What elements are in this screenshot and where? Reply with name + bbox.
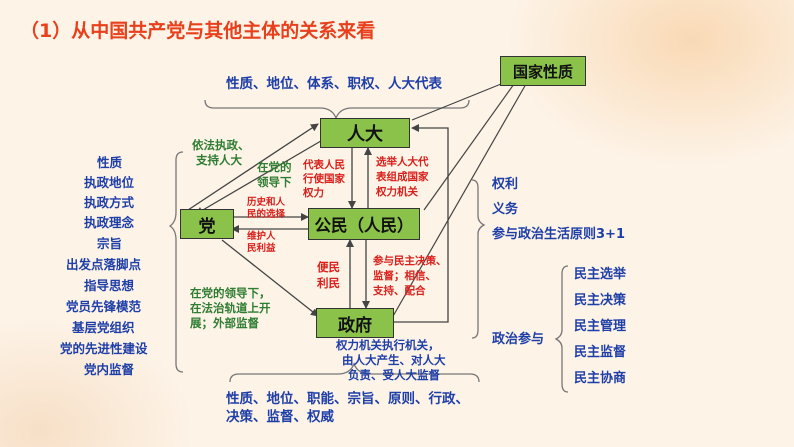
arrow-zhengfu-to-renda (394, 124, 449, 323)
arrow-dang-to-zhengfu (221, 239, 319, 317)
participation-list-item: 民主协商 (574, 371, 627, 386)
edge-label-dang-renda-1: 依法执政、 (192, 138, 250, 152)
page-title: （1）从中国共产党与其他主体的关系来看 (20, 20, 376, 42)
brace-party-list (168, 151, 184, 373)
edge-label-renda-gm-1: 代表人民 (303, 159, 345, 171)
renda-attributes-label: 性质、地位、体系、职权、人大代表 (226, 76, 442, 92)
brace-participation-list (554, 265, 569, 393)
line-guojia-to-renda (411, 81, 507, 121)
edge-label-dang-zf-3: 展；外部监督 (190, 316, 259, 330)
edge-label-zf-renda-1: 权力机关执行机关， (336, 338, 440, 352)
edge-label-renda-gm-2: 行使国家 (303, 173, 345, 185)
line-guojia-to-zhengfu (391, 83, 527, 319)
party-list-item: 指导思想 (84, 278, 135, 293)
party-list-item: 执政地位 (84, 175, 135, 190)
edge-label-gm-renda-3: 权力机关 (376, 186, 418, 198)
arrow-renda-to-dang (195, 137, 327, 215)
edge-label-gm-zf-2: 监督；相信、 (373, 270, 436, 282)
citizen-list-item: 权利 (492, 177, 519, 192)
edge-label-dang-gm-2: 民的选择 (247, 209, 286, 220)
edge-label-dang-renda-2: 支持人大 (196, 153, 242, 167)
party-list-item: 基层党组织 (72, 320, 135, 335)
node-gongmin: 公民（人民） (308, 208, 420, 240)
zhengfu-attributes-line-1: 性质、地位、职能、宗旨、原则、行政、 (226, 391, 469, 407)
line-guojia-to-gongmin (423, 83, 515, 211)
node-guojia: 国家性质 (500, 56, 586, 86)
brace-citizen-list (471, 179, 486, 339)
edge-label-gm-zf-3: 支持、配合 (373, 285, 426, 297)
party-list-item: 党内监督 (84, 362, 135, 377)
edge-label-gm-renda-2: 表组成国家 (376, 171, 429, 183)
citizen-list-item: 参与政治生活原则3+1 (492, 227, 625, 242)
edge-label-zf-renda-2: 由人大产生、对人大 (342, 353, 446, 367)
edge-label-gm-renda-1: 选举人大代 (376, 156, 429, 168)
edge-label-dang-zf-2: 在法治轨道上开 (190, 301, 271, 315)
participation-list-item: 民主管理 (574, 319, 627, 334)
party-list-item: 出发点落脚点 (66, 257, 142, 272)
edge-label-renda-gm-3: 权力 (303, 187, 324, 199)
edge-label-dang-zf-1: 在党的领导下， (190, 286, 271, 300)
edge-label-dang-gm-1: 历史和人 (247, 197, 286, 208)
participation-label: 政治参与 (492, 332, 545, 347)
zhengfu-attributes-line-2: 决策、监督、权威 (226, 409, 334, 425)
edge-label-gm-zf-1: 参与民主决策、 (373, 255, 447, 267)
edge-label-gm-dang-1: 维护人 (247, 231, 276, 242)
edge-label-gm-dang-2: 民利益 (247, 243, 276, 254)
party-list-item: 党的先进性建设 (60, 341, 148, 356)
brace-zhengfu-bottom (229, 362, 480, 383)
arrow-dang-to-renda (187, 123, 319, 211)
edge-label-zf-gm-2: 利民 (317, 276, 340, 290)
brace-renda-top (204, 99, 470, 120)
party-list-item: 党员先锋模范 (66, 299, 142, 314)
edge-label-zf-renda-3: 负责、受人大监督 (348, 368, 440, 382)
citizen-list-item: 义务 (492, 202, 519, 217)
node-renda: 人大 (320, 118, 410, 148)
participation-list-item: 民主选举 (574, 267, 627, 282)
party-list-item: 执政方式 (84, 195, 135, 210)
party-list-item: 性质 (97, 155, 123, 170)
edge-label-renda-dang-2: 领导下 (257, 175, 292, 189)
edge-label-renda-dang-1: 在党的 (257, 160, 292, 174)
node-zhengfu: 政府 (316, 308, 394, 338)
participation-list-item: 民主决策 (574, 293, 627, 308)
node-dang: 党 (180, 209, 234, 239)
party-list-item: 执政理念 (84, 215, 135, 230)
edge-label-zf-gm-1: 便民 (317, 260, 340, 274)
party-list-item: 宗旨 (97, 236, 123, 251)
participation-list-item: 民主监督 (574, 345, 627, 360)
